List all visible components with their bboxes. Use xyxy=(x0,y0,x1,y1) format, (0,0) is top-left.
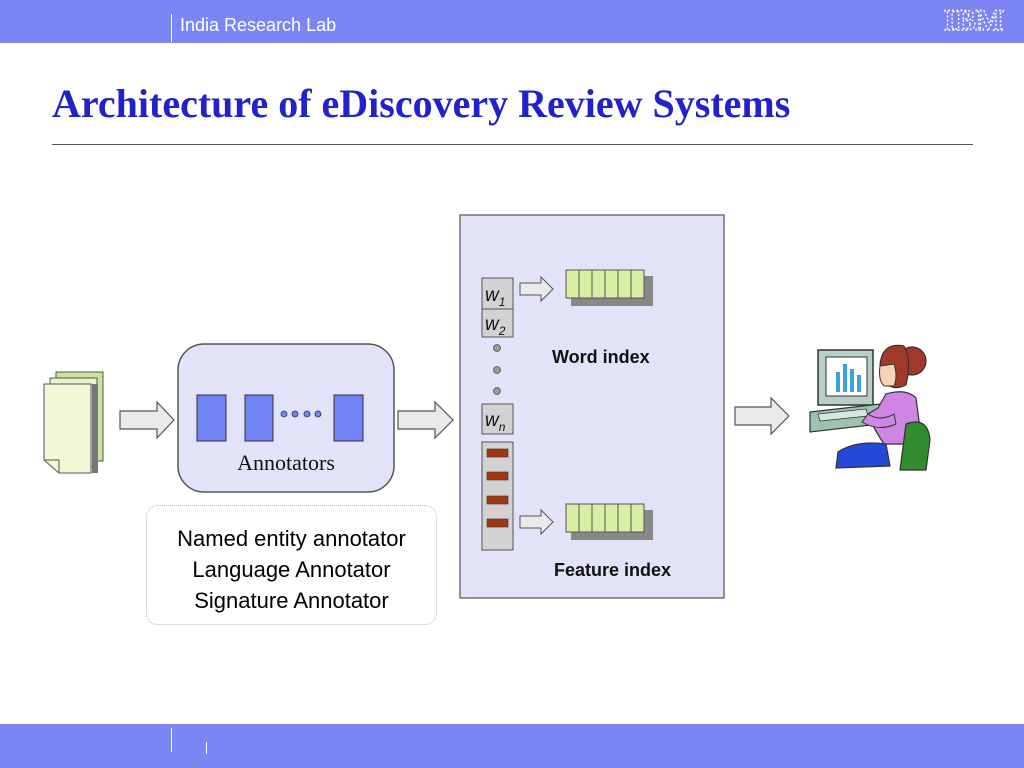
word-index-label: Word index xyxy=(552,347,650,367)
word-index-list xyxy=(565,269,653,306)
user-at-computer-icon xyxy=(809,344,931,471)
annotators-label: Annotators xyxy=(237,450,335,475)
index-panel: w1 w2 wn Word index xyxy=(459,214,725,599)
org-name: India Research Lab xyxy=(180,15,337,35)
documents-icon xyxy=(43,371,104,474)
vertical-dot xyxy=(493,366,501,374)
word-row-2: w2 xyxy=(485,314,506,338)
annotator-list-box: Named entity annotator Language Annotato… xyxy=(146,505,437,625)
page-title: Architecture of eDiscovery Review System… xyxy=(52,81,791,126)
ibm-logo-text: IBM xyxy=(944,4,1004,37)
ibm-logo: IBM xyxy=(943,3,1004,37)
annotator-block xyxy=(244,394,274,442)
vertical-dot xyxy=(493,344,501,352)
ellipsis-dot xyxy=(314,410,322,418)
footer-separator xyxy=(206,742,207,754)
feature-index-list xyxy=(565,503,653,540)
arrow-icon xyxy=(397,400,454,440)
feature-index-label: Feature index xyxy=(554,560,671,580)
feature-bar xyxy=(486,518,509,528)
ellipsis-dot xyxy=(291,410,299,418)
annotator-list-item: Named entity annotator xyxy=(177,526,406,551)
header-separator xyxy=(171,14,172,42)
vertical-dot xyxy=(493,387,501,395)
arrow-icon xyxy=(734,396,790,436)
annotators-box: Annotators xyxy=(177,343,395,493)
word-row-n: wn xyxy=(485,410,506,434)
ellipsis-dot xyxy=(303,410,311,418)
word-row-1: w1 xyxy=(485,285,505,309)
feature-bar xyxy=(486,495,509,505)
arrow-icon xyxy=(519,508,554,536)
title-rule xyxy=(52,144,973,145)
annotator-list-item: Language Annotator xyxy=(192,557,391,582)
annotator-block xyxy=(196,394,227,442)
footer-separator xyxy=(171,728,172,752)
feature-bar xyxy=(486,448,509,458)
arrow-icon xyxy=(519,275,554,303)
feature-bar xyxy=(486,471,509,481)
ellipsis-dot xyxy=(280,410,288,418)
annotator-list-item: Signature Annotator xyxy=(194,588,389,613)
annotator-block xyxy=(333,394,364,442)
footer-bar xyxy=(0,724,1024,768)
header-bar: India Research Lab IBM xyxy=(0,0,1024,43)
arrow-icon xyxy=(119,400,175,440)
